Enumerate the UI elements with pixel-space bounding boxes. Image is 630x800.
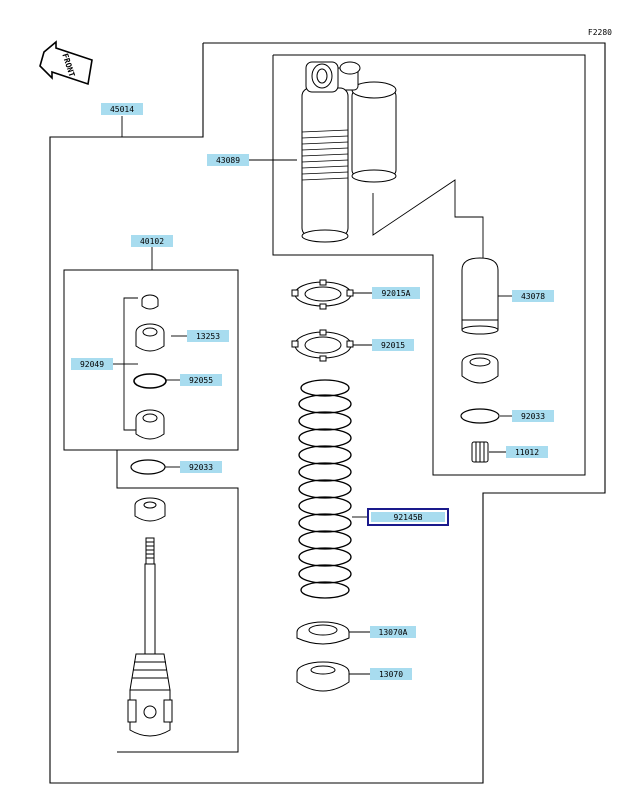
part-label-13253[interactable]: 13253	[187, 330, 229, 342]
part-label-45014[interactable]: 45014	[101, 103, 143, 115]
svg-text:40102: 40102	[140, 237, 164, 246]
spring-92145b	[298, 379, 352, 599]
svg-text:43078: 43078	[521, 292, 545, 301]
svg-text:92055: 92055	[189, 376, 213, 385]
part-label-92033-right[interactable]: 92033	[512, 410, 554, 422]
part-label-43078[interactable]: 43078	[512, 290, 554, 302]
locknut-92015	[291, 329, 354, 362]
outline-45014	[49, 42, 606, 784]
part-label-92145b[interactable]: 92145B	[367, 508, 449, 526]
valve-11012	[471, 441, 489, 463]
svg-text:92033: 92033	[189, 463, 213, 472]
svg-text:13070: 13070	[379, 670, 403, 679]
snap-ring-right	[460, 408, 500, 424]
front-arrow-icon: FRONT	[39, 40, 93, 86]
snap-ring-left	[130, 459, 166, 475]
svg-text:92049: 92049	[80, 360, 104, 369]
part-label-13070[interactable]: 13070	[370, 668, 412, 680]
outline-40102	[63, 269, 239, 451]
shock-body	[301, 61, 397, 243]
oring-92055	[133, 373, 167, 389]
part-label-92055[interactable]: 92055	[180, 374, 222, 386]
seat-13070	[296, 661, 350, 692]
svg-text:11012: 11012	[515, 448, 539, 457]
svg-text:43089: 43089	[216, 156, 240, 165]
bladder-43078	[461, 257, 499, 335]
svg-text:92033: 92033	[521, 412, 545, 421]
nut-top	[141, 294, 159, 310]
part-label-43089[interactable]: 43089	[207, 154, 249, 166]
leader-lines	[112, 116, 512, 675]
figure-code: F2280	[588, 28, 612, 37]
locknut-92015a	[291, 279, 354, 310]
svg-text:13070A: 13070A	[379, 628, 408, 637]
bushing-13253	[135, 323, 165, 352]
part-label-92015[interactable]: 92015	[372, 339, 414, 351]
svg-text:13253: 13253	[196, 332, 220, 341]
part-label-11012[interactable]: 11012	[506, 446, 548, 458]
part-label-92033-left[interactable]: 92033	[180, 461, 222, 473]
svg-text:92145B: 92145B	[394, 513, 423, 522]
outline-rod	[116, 450, 239, 753]
part-label-92015a[interactable]: 92015A	[372, 287, 420, 299]
seat-13070a	[296, 621, 350, 645]
part-label-40102[interactable]: 40102	[131, 235, 173, 247]
svg-text:92015: 92015	[381, 341, 405, 350]
outline-43089	[272, 54, 586, 476]
svg-text:45014: 45014	[110, 105, 134, 114]
part-label-92049[interactable]: 92049	[71, 358, 113, 370]
rod-assembly	[127, 497, 173, 737]
bushing-lower	[135, 409, 165, 440]
svg-text:92015A: 92015A	[382, 289, 411, 298]
reservoir-cap	[461, 353, 499, 384]
part-label-13070a[interactable]: 13070A	[370, 626, 416, 638]
